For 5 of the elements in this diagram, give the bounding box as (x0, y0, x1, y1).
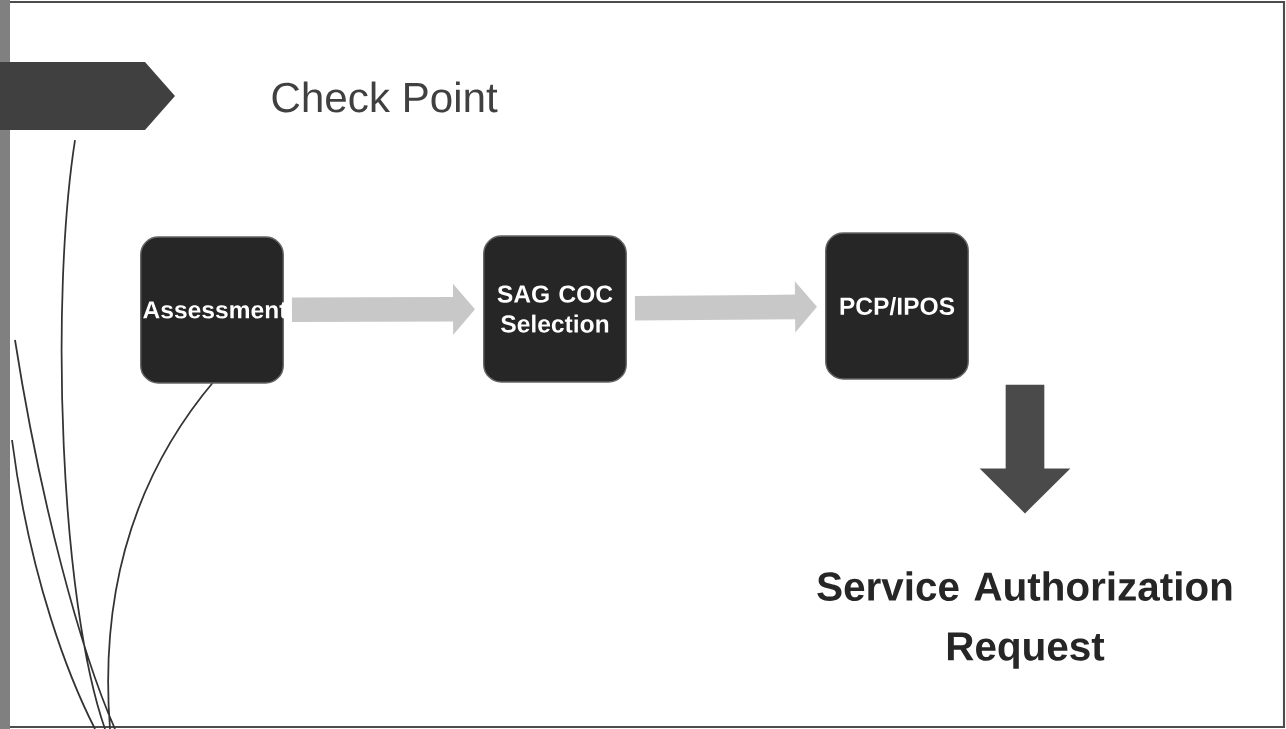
process-box: PCP/IPOS (825, 232, 969, 380)
slide-title: Check Point (272, 81, 498, 113)
process-box: SAG COC Selection (483, 235, 627, 383)
result-text: Service Authorization Request (817, 571, 1232, 669)
process-box: Assessment (140, 236, 288, 384)
